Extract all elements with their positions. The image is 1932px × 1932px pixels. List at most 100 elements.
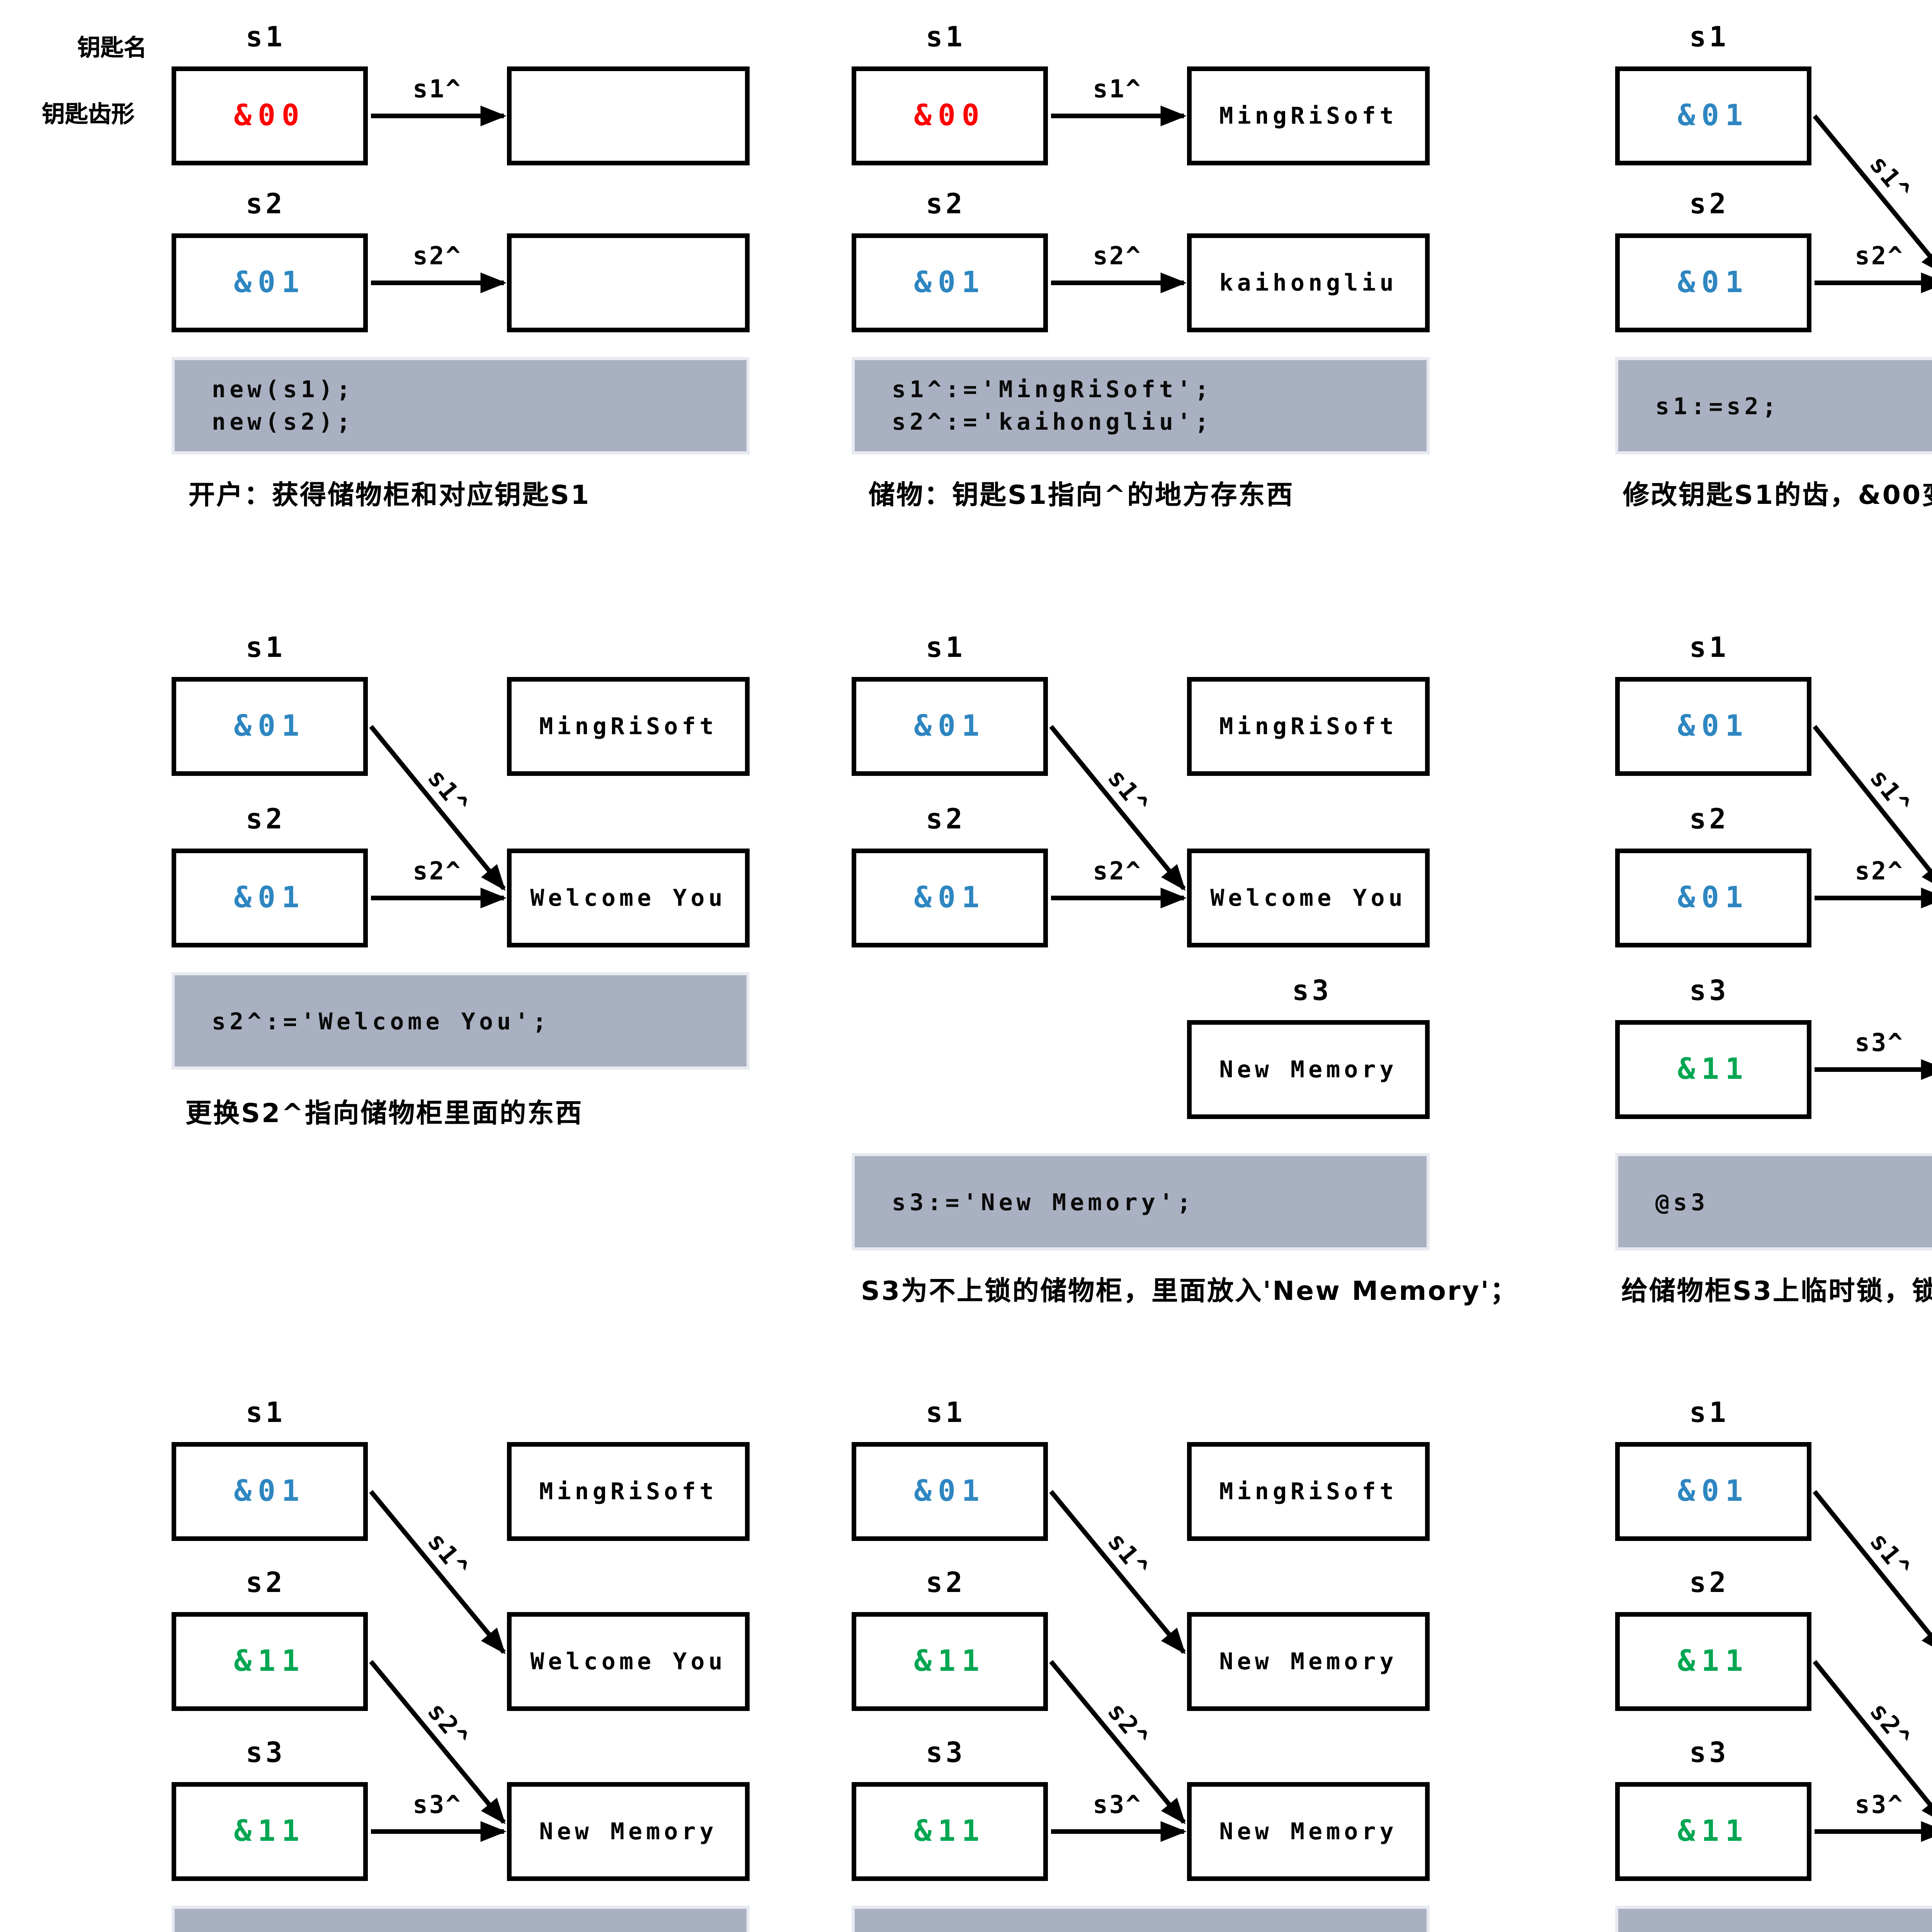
locker-box: kaihongliu [1187, 233, 1430, 332]
pointer-arrow-label: s2^ [1855, 856, 1904, 886]
pointer-arrow-label: s3^ [1093, 1790, 1142, 1819]
locker-box: Welcome You [1187, 849, 1430, 947]
key-box: &11 [852, 1782, 1048, 1881]
code-line: @s3 [1655, 1188, 1709, 1216]
locker-box: MingRiSoft [1187, 1442, 1430, 1541]
pointer-arrow [369, 1490, 506, 1655]
code-box: s2:=@s3 [172, 1906, 750, 1932]
code-box: s3:='Is right'; [1615, 1906, 1932, 1932]
locker-box [507, 66, 750, 165]
pointer-arrow-label: s2^ [422, 1697, 476, 1754]
key-box: &00 [172, 66, 368, 165]
key-name-label: s1 [1689, 1397, 1729, 1430]
key-box: &01 [172, 1442, 368, 1541]
key-name-label: s1 [246, 632, 286, 665]
key-box: &01 [172, 849, 368, 947]
panel-caption: 储物：钥匙S1指向^的地方存东西 [869, 481, 1294, 512]
legend-key-name: 钥匙名 [77, 34, 147, 62]
key-name-label: s1 [926, 1397, 966, 1430]
code-line: new(s2); [212, 408, 354, 436]
key-box: &01 [1615, 66, 1811, 165]
pointer-arrow-label: s2^ [1855, 241, 1904, 270]
pointer-arrow-label: s3^ [413, 1790, 462, 1819]
key-box: &00 [852, 66, 1048, 165]
pointer-arrow-label: s1^ [1102, 1527, 1156, 1584]
pointer-arrow-label: s1^ [1864, 1527, 1918, 1584]
pointer-arrow-label: s1^ [413, 74, 462, 104]
key-box: &01 [852, 1442, 1048, 1541]
locker-box: MingRiSoft [1187, 677, 1430, 776]
panel-caption: 修改钥匙S1的齿，&00变&01，同S2 [1623, 481, 1932, 512]
pointer-arrow-label: s2^ [1093, 856, 1142, 886]
code-box: s1:=s2; [1615, 357, 1932, 454]
key-name-label: s1 [1689, 632, 1729, 665]
key-name-label: s3 [926, 1737, 966, 1770]
locker-box: New Memory [507, 1782, 750, 1881]
key-box: &11 [1615, 1782, 1811, 1881]
key-name-label: s2 [926, 1567, 966, 1600]
pointer-arrow-label: s2^ [413, 856, 462, 886]
key-name-label: s1 [926, 22, 966, 54]
code-box: s1^:=s2^: [852, 1906, 1430, 1932]
pointer-arrow-label: s3^ [1855, 1028, 1904, 1057]
key-box: &01 [852, 677, 1048, 776]
locker-name-label: s3 [1292, 975, 1332, 1008]
code-line: new(s1); [212, 376, 354, 403]
locker-box: New Memory [1187, 1612, 1430, 1711]
key-box: &11 [852, 1612, 1048, 1711]
locker-box: New Memory [1187, 1020, 1430, 1119]
key-box: &01 [852, 233, 1048, 332]
key-box: &01 [1615, 849, 1811, 947]
pointer-arrow-label: s2^ [1102, 1697, 1156, 1754]
code-line: s1:=s2; [1655, 392, 1780, 420]
locker-box: MingRiSoft [507, 677, 750, 776]
locker-box [507, 233, 750, 332]
key-box: &11 [1615, 1020, 1811, 1119]
legend-key-tooth: 钥匙齿形 [42, 100, 135, 128]
pointer-arrow-label: s1^ [1864, 762, 1918, 820]
key-box: &01 [1615, 1442, 1811, 1541]
key-name-label: s2 [926, 189, 966, 221]
pointer-arrow-label: s1^ [422, 762, 476, 820]
pointer-arrow [1049, 1490, 1186, 1655]
panel-caption: 更换S2^指向储物柜里面的东西 [185, 1099, 583, 1130]
code-line: s1^:='MingRiSoft'; [892, 376, 1213, 403]
code-line: s2^:='Welcome You'; [212, 1007, 551, 1035]
panel-caption: 给储物柜S3上临时锁，锁齿&11，锁名S3 [1621, 1277, 1932, 1308]
key-name-label: s3 [1689, 975, 1729, 1008]
key-name-label: s2 [246, 804, 286, 836]
key-box: &01 [172, 233, 368, 332]
key-box: &01 [1615, 677, 1811, 776]
key-name-label: s1 [246, 22, 286, 54]
key-name-label: s2 [1689, 189, 1729, 221]
locker-box: Welcome You [507, 849, 750, 947]
pointer-arrow-label: s1^ [1093, 74, 1142, 104]
locker-box: MingRiSoft [507, 1442, 750, 1541]
key-name-label: s1 [246, 1397, 286, 1430]
code-box: new(s1); new(s2); [172, 357, 750, 454]
pointer-arrow-label: s2^ [1864, 1697, 1918, 1754]
key-name-label: s3 [246, 1737, 286, 1770]
code-line: s2^:='kaihongliu'; [892, 408, 1213, 436]
pointer-arrow-label: s1^ [1864, 150, 1918, 207]
pointer-arrow-label: s2^ [413, 241, 462, 270]
key-name-label: s1 [1689, 22, 1729, 54]
key-name-label: s2 [926, 804, 966, 836]
key-name-label: s2 [1689, 1567, 1729, 1600]
locker-box: Welcome You [507, 1612, 750, 1711]
pointer-arrow-label: s1^ [422, 1527, 476, 1584]
key-name-label: s2 [246, 189, 286, 221]
key-box: &11 [1615, 1612, 1811, 1711]
code-box: @s3 [1615, 1153, 1932, 1250]
key-box: &11 [172, 1612, 368, 1711]
locker-box: New Memory [1187, 1782, 1430, 1881]
code-box: s2^:='Welcome You'; [172, 972, 750, 1070]
key-box: &01 [852, 849, 1048, 947]
key-box: &11 [172, 1782, 368, 1881]
key-name-label: s2 [246, 1567, 286, 1600]
code-box: s3:='New Memory'; [852, 1153, 1430, 1250]
key-box: &01 [1615, 233, 1811, 332]
locker-box: MingRiSoft [1187, 66, 1430, 165]
key-name-label: s3 [1689, 1737, 1729, 1770]
